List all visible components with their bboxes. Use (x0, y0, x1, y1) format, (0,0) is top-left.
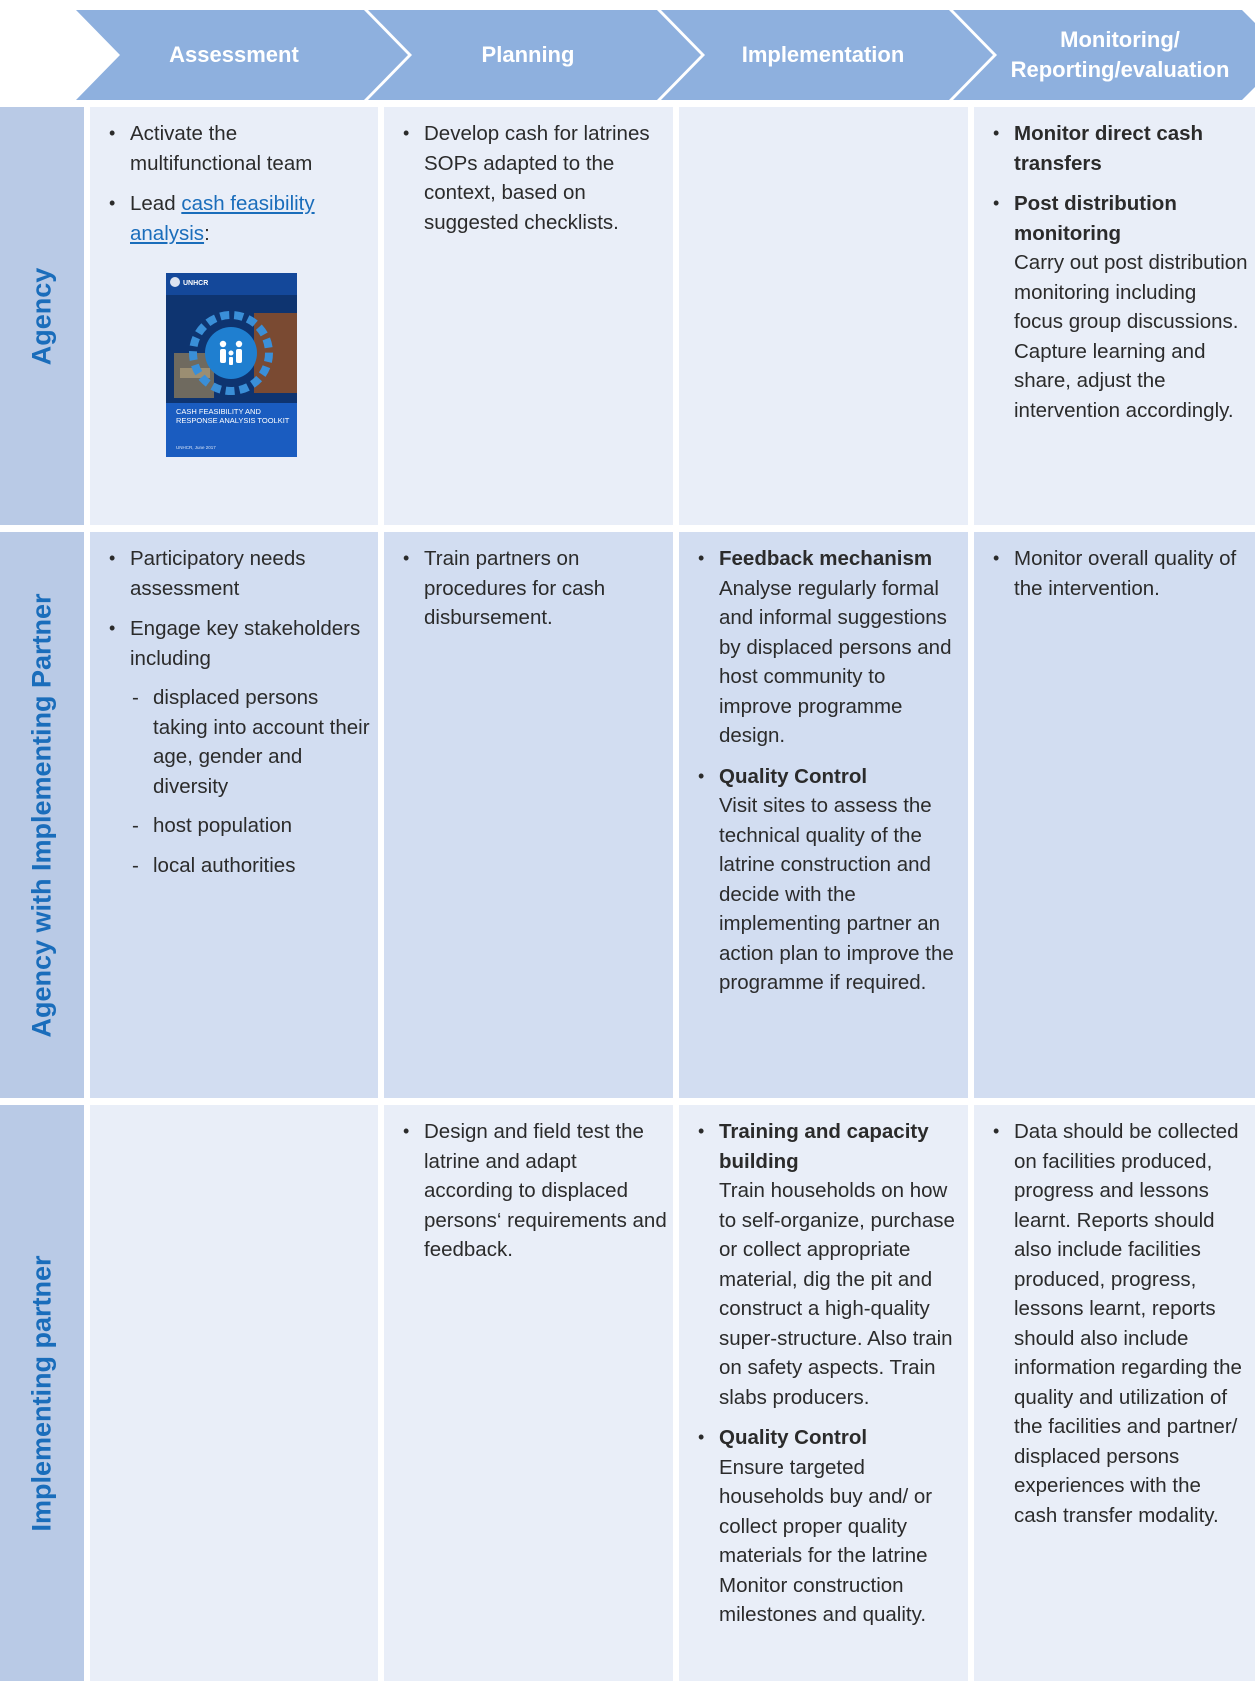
list-item: Train partners on procedures for cash di… (394, 544, 667, 633)
header-chevrons (76, 10, 1255, 100)
cell-partner-assessment (90, 1105, 378, 1681)
list-item: Lead cash feasibility analysis: (100, 189, 372, 248)
process-header: Assessment Planning Implementation Monit… (0, 10, 1255, 100)
cover-brand: UNHCR (183, 280, 208, 287)
list-item: Design and field test the latrine and ad… (394, 1117, 667, 1265)
sub-list-item: local authorities (130, 851, 372, 881)
cell-agency-implementation (679, 107, 968, 525)
chevron-implementation (661, 10, 993, 100)
cell-agency-partner-monitoring: Monitor overall quality of the intervent… (974, 532, 1255, 1098)
row-label-implementing-partner: Implementing partner (0, 1105, 84, 1681)
row-label-agency-partner: Agency with Implementing Partner (0, 532, 84, 1098)
cell-agency-partner-assessment: Participatory needs assessment Engage ke… (90, 532, 378, 1098)
chevron-monitoring (953, 10, 1255, 100)
cell-agency-planning: Develop cash for latrines SOPs adapted t… (384, 107, 673, 525)
list-item: Develop cash for latrines SOPs adapted t… (394, 119, 667, 237)
header-assessment: Assessment (169, 42, 299, 67)
list-item: Activate the multifunctional team (100, 119, 372, 178)
cover-date: UNHCR, June 2017 (176, 445, 216, 450)
list-item: Engage key stakeholders including displa… (100, 614, 372, 880)
header-planning: Planning (481, 42, 575, 67)
cell-partner-monitoring: Data should be collected on facilities p… (974, 1105, 1255, 1681)
cover-title: CASH FEASIBILITY AND RESPONSE ANALYSIS T… (176, 407, 290, 425)
cell-agency-monitoring: Monitor direct cash transfers Post distr… (974, 107, 1255, 525)
toolkit-cover-image: UNHCR CASH FEASIBILITY AND RESPONSE ANAL… (166, 273, 297, 457)
cell-partner-planning: Design and field test the latrine and ad… (384, 1105, 673, 1681)
cash-feasibility-link[interactable]: cash feasibility analysis (130, 192, 315, 245)
header-implementation: Implementation (741, 42, 905, 67)
list-item: Monitor direct cash transfers (984, 119, 1249, 178)
row-label-agency: Agency (0, 107, 84, 525)
header-monitoring: Monitoring/ Reporting/evaluation (1010, 27, 1230, 82)
chevron-assessment (76, 10, 408, 100)
list-item: Monitor overall quality of the intervent… (984, 544, 1249, 603)
list-item: Participatory needs assessment (100, 544, 372, 603)
chevron-planning (368, 10, 701, 100)
list-item: Data should be collected on facilities p… (984, 1117, 1249, 1530)
sub-list-item: host population (130, 811, 372, 841)
sub-list-item: displaced persons taking into account th… (130, 683, 372, 801)
toolkit-cover-art: UNHCR CASH FEASIBILITY AND RESPONSE ANAL… (166, 273, 297, 457)
cell-agency-partner-planning: Train partners on procedures for cash di… (384, 532, 673, 1098)
